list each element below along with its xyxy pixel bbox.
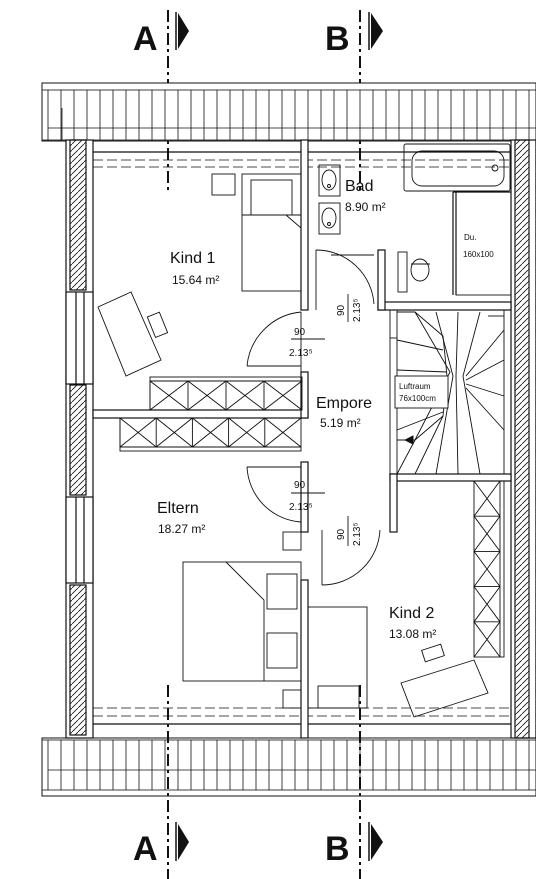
wardrobe-cross	[263, 380, 303, 411]
wardrobe-cross	[192, 417, 229, 448]
desk-kind1	[97, 291, 169, 377]
svg-text:Kind 2: Kind 2	[389, 605, 434, 622]
wardrobe-kind2	[473, 480, 505, 658]
room-bad: Bad 8.90 m²	[345, 178, 386, 214]
svg-text:5.19 m²: 5.19 m²	[320, 416, 361, 430]
shower: Du. 160x100	[455, 191, 512, 296]
svg-text:160x100: 160x100	[463, 250, 494, 259]
wardrobe-cross	[473, 480, 501, 517]
door-kind1[interactable]: 90 2.13⁵	[246, 311, 325, 372]
room-eltern: Eltern 18.27 m²	[157, 500, 205, 536]
wardrobe-cross	[149, 380, 189, 411]
svg-text:18.27 m²: 18.27 m²	[158, 522, 205, 536]
svg-text:15.64 m²: 15.64 m²	[172, 273, 219, 287]
svg-text:Eltern: Eltern	[157, 500, 199, 517]
wardrobe-cross	[119, 417, 157, 448]
svg-text:Bad: Bad	[345, 178, 373, 195]
room-kind1: Kind 1 15.64 m²	[170, 250, 219, 287]
roof-edge-bottom	[41, 737, 536, 797]
wardrobe-cross	[473, 586, 501, 623]
desk-kind2	[400, 643, 489, 718]
svg-text:Du.: Du.	[464, 233, 476, 242]
svg-text:B: B	[325, 830, 350, 868]
wardrobe-eltern	[119, 417, 302, 452]
room-kind2: Kind 2 13.08 m²	[389, 605, 436, 641]
wardrobe-cross	[473, 551, 501, 587]
bed-kind1	[211, 173, 302, 292]
svg-text:90: 90	[294, 480, 306, 491]
svg-text:2.13⁵: 2.13⁵	[289, 348, 313, 359]
bed-kind2	[307, 606, 368, 709]
svg-text:90: 90	[336, 528, 347, 540]
svg-text:Empore: Empore	[316, 395, 372, 412]
staircase	[389, 309, 512, 475]
svg-text:A: A	[133, 20, 158, 58]
wardrobe-cross	[264, 417, 302, 448]
wardrobe-kind1	[149, 376, 303, 411]
svg-text:76x100cm: 76x100cm	[399, 394, 436, 403]
wardrobe-cross	[228, 417, 266, 448]
interior-walls	[92, 139, 512, 739]
wardrobe-cross	[187, 380, 227, 411]
exterior-walls	[65, 139, 536, 739]
svg-text:A: A	[133, 830, 158, 868]
washbasin-2	[318, 202, 341, 235]
wardrobe-cross	[225, 380, 265, 411]
svg-text:90: 90	[294, 327, 306, 338]
svg-text:2.13⁵: 2.13⁵	[289, 502, 313, 513]
door-kind2[interactable]: 90 2.13⁵	[321, 516, 381, 586]
section-marker-b-bottom: B	[325, 685, 383, 879]
toilet	[397, 251, 430, 293]
wardrobe-cross	[473, 515, 501, 552]
door-eltern[interactable]: 90 2.13⁵	[246, 462, 325, 523]
bathtub	[403, 143, 511, 192]
wardrobe-cross	[155, 417, 193, 448]
svg-text:2.13⁵: 2.13⁵	[352, 522, 363, 546]
wardrobe-cross	[473, 621, 501, 658]
svg-text:2.13⁵: 2.13⁵	[352, 298, 363, 322]
section-marker-a-bottom: A	[133, 685, 189, 879]
svg-text:90: 90	[336, 304, 347, 316]
door-bad[interactable]: 90 2.13⁵	[315, 249, 375, 322]
roof-edge-top	[41, 82, 536, 142]
room-empore: Empore 5.19 m²	[316, 395, 372, 430]
bed-eltern	[182, 531, 302, 709]
svg-text:B: B	[325, 20, 350, 58]
svg-text:Luftraum: Luftraum	[399, 382, 431, 391]
svg-text:8.90 m²: 8.90 m²	[345, 200, 386, 214]
svg-text:13.08 m²: 13.08 m²	[389, 627, 436, 641]
svg-text:Kind 1: Kind 1	[170, 250, 215, 267]
void-opening: Luftraum 76x100cm	[394, 375, 449, 409]
washbasin-1	[318, 164, 341, 197]
